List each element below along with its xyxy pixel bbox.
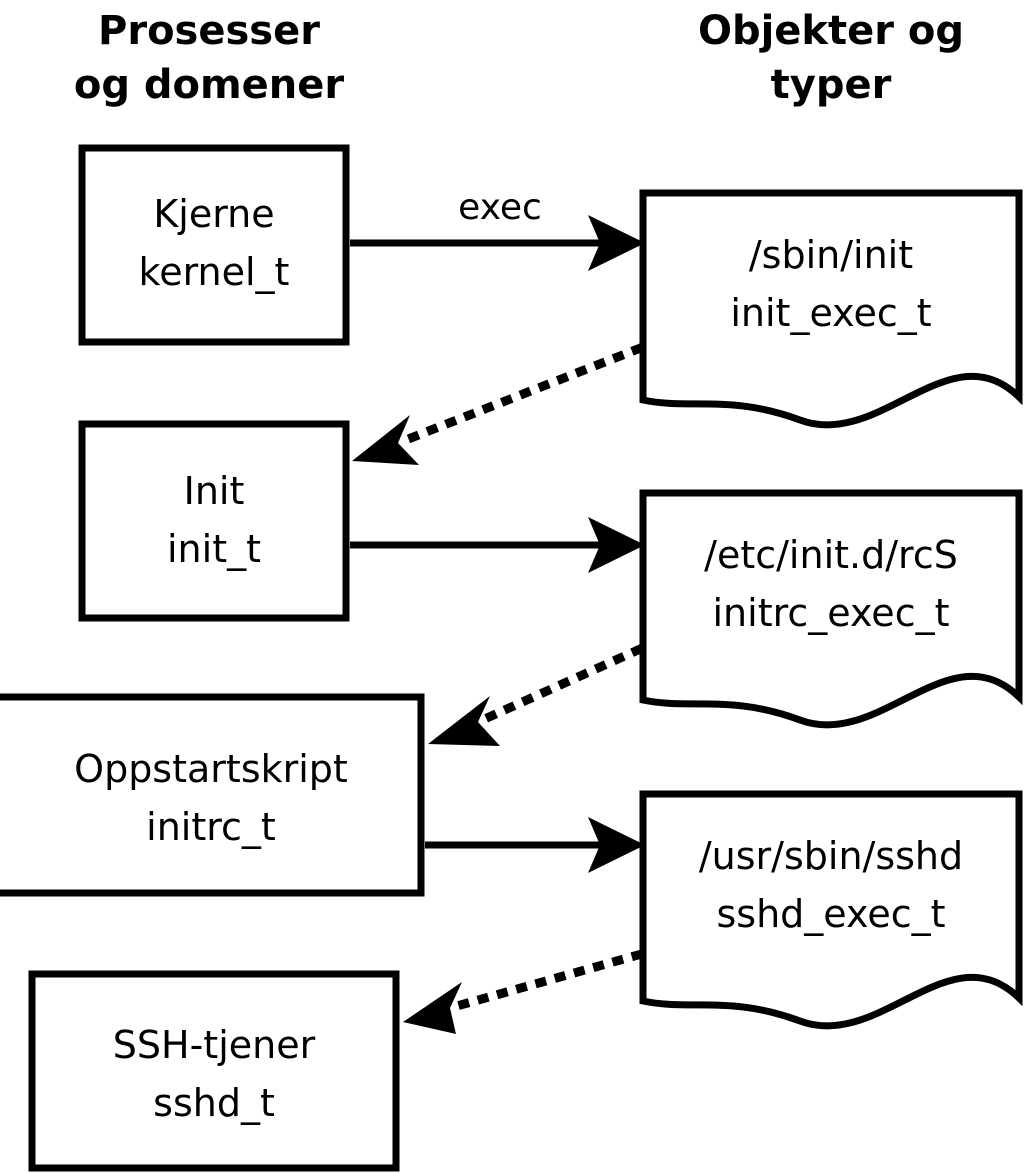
process-node-init[interactable]: Init init_t — [78, 420, 350, 622]
process-node-initrc[interactable]: Oppstartskript initrc_t — [0, 693, 425, 897]
object-node-etc-rcs-type: initrc_exec_t — [713, 591, 950, 635]
object-node-etc-rcs[interactable]: /etc/init.d/rcS initrc_exec_t — [639, 489, 1023, 729]
object-node-etc-rcs-shape[interactable] — [639, 489, 1023, 729]
process-node-initrc-name: Oppstartskript — [74, 747, 348, 791]
edge-rcsexec-transition-initrc — [428, 644, 644, 746]
process-node-init-name: Init — [184, 469, 245, 513]
edge-initrc-exec-sshd — [425, 817, 645, 873]
process-node-sshd-name: SSH-tjener — [113, 1023, 316, 1067]
process-node-init-type: init_t — [167, 527, 261, 571]
column-header-processes-line1: Prosesser — [98, 8, 320, 54]
process-node-kernel-box[interactable] — [78, 144, 350, 346]
process-node-kernel-type: kernel_t — [139, 250, 290, 294]
object-node-usr-sshd-type: sshd_exec_t — [716, 892, 945, 936]
object-node-usr-sshd-shape[interactable] — [639, 790, 1023, 1030]
object-node-usr-sshd-path: /usr/sbin/sshd — [699, 834, 963, 878]
edge-rcsexec-transition-initrc-line — [472, 644, 644, 728]
edge-kernel-exec-init: exec — [350, 187, 645, 271]
object-node-usr-sshd[interactable]: /usr/sbin/sshd sshd_exec_t — [639, 790, 1023, 1030]
edge-init-exec-rcs-arrowhead — [588, 517, 645, 573]
process-node-sshd-box[interactable] — [28, 970, 400, 1172]
object-node-sbin-init-type: init_exec_t — [730, 291, 931, 335]
edge-initexec-transition-init-line — [392, 343, 644, 449]
edge-kernel-exec-init-arrowhead — [588, 215, 645, 271]
process-node-init-box[interactable] — [78, 420, 350, 622]
column-header-processes-line2: og domener — [74, 62, 345, 108]
process-node-sshd[interactable]: SSH-tjener sshd_t — [28, 970, 400, 1172]
process-node-kernel[interactable]: Kjerne kernel_t — [78, 144, 350, 346]
column-header-objects: Objekter og typer — [698, 8, 964, 108]
process-node-initrc-box[interactable] — [0, 693, 425, 897]
edge-initrc-exec-sshd-arrowhead — [588, 817, 645, 873]
edge-rcsexec-transition-initrc-arrowhead — [428, 696, 500, 746]
edge-label-exec: exec — [458, 187, 542, 228]
process-node-initrc-type: initrc_t — [146, 805, 276, 849]
column-header-objects-line1: Objekter og — [698, 8, 964, 54]
edge-sshdexec-transition-sshd — [403, 949, 644, 1034]
process-node-sshd-type: sshd_t — [153, 1081, 275, 1125]
edge-sshdexec-transition-sshd-line — [444, 949, 644, 1014]
edge-initexec-transition-init-arrowhead — [352, 415, 419, 465]
edge-init-exec-rcs — [350, 517, 645, 573]
object-node-sbin-init[interactable]: /sbin/init init_exec_t — [639, 189, 1023, 429]
object-node-etc-rcs-path: /etc/init.d/rcS — [704, 533, 958, 577]
column-header-processes: Prosesser og domener — [74, 8, 345, 108]
object-node-sbin-init-path: /sbin/init — [749, 233, 913, 277]
object-node-sbin-init-shape[interactable] — [639, 189, 1023, 429]
process-node-kernel-name: Kjerne — [153, 192, 274, 236]
edge-sshdexec-transition-sshd-arrowhead — [403, 982, 462, 1034]
column-header-objects-line2: typer — [771, 62, 892, 108]
edge-initexec-transition-init — [352, 343, 644, 465]
